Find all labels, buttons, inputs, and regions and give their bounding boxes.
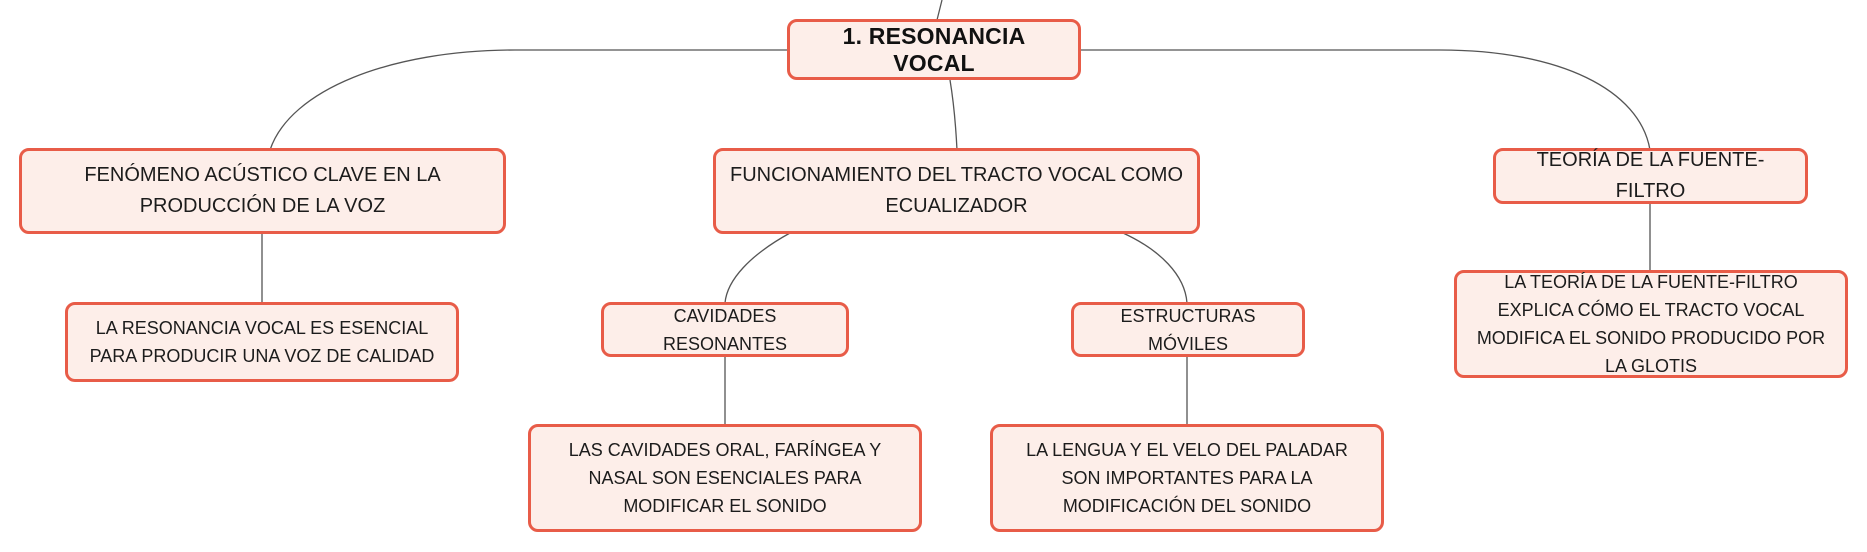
subtopic-node-label: ESTRUCTURAS MÓVILES <box>1120 305 1256 354</box>
connector-tract-to-cavities <box>724 232 791 304</box>
root-node-label: 1. RESONANCIA VOCAL <box>842 22 1026 76</box>
root-node[interactable]: 1. RESONANCIA VOCAL <box>787 19 1081 80</box>
connector-root-to-source-filter <box>1080 49 1651 151</box>
subtopic-node-resonant-cavities[interactable]: CAVIDADES RESONANTES <box>601 302 849 357</box>
connector-root-incoming <box>936 0 943 21</box>
leaf-node-label: LA RESONANCIA VOCAL ES ESENCIAL PARA PRO… <box>89 318 435 366</box>
connector-root-to-acoustic <box>269 49 788 151</box>
branch-node-vocal-tract[interactable]: FUNCIONAMIENTO DEL TRACTO VOCAL COMO ECU… <box>713 148 1200 234</box>
leaf-node-source-filter-explanation[interactable]: LA TEORÍA DE LA FUENTE-FILTRO EXPLICA CÓ… <box>1454 270 1848 378</box>
leaf-node-cavities-detail[interactable]: LAS CAVIDADES ORAL, FARÍNGEA Y NASAL SON… <box>528 424 922 532</box>
connector-root-to-tract <box>949 79 958 151</box>
branch-node-source-filter[interactable]: TEORÍA DE LA FUENTE-FILTRO <box>1493 148 1808 204</box>
leaf-node-label: LAS CAVIDADES ORAL, FARÍNGEA Y NASAL SON… <box>568 440 882 516</box>
leaf-node-structures-detail[interactable]: LA LENGUA Y EL VELO DEL PALADAR SON IMPO… <box>990 424 1384 532</box>
branch-node-acoustic-phenomenon[interactable]: FENÓMENO ACÚSTICO CLAVE EN LA PRODUCCIÓN… <box>19 148 506 234</box>
branch-node-label: TEORÍA DE LA FUENTE-FILTRO <box>1536 149 1765 202</box>
leaf-node-label: LA TEORÍA DE LA FUENTE-FILTRO EXPLICA CÓ… <box>1476 272 1826 376</box>
leaf-node-label: LA LENGUA Y EL VELO DEL PALADAR SON IMPO… <box>1026 440 1348 516</box>
branch-node-label: FUNCIONAMIENTO DEL TRACTO VOCAL COMO ECU… <box>729 164 1184 217</box>
subtopic-node-label: CAVIDADES RESONANTES <box>662 305 788 354</box>
leaf-node-resonance-quality[interactable]: LA RESONANCIA VOCAL ES ESENCIAL PARA PRO… <box>65 302 459 382</box>
connector-tract-to-structures <box>1122 232 1188 304</box>
subtopic-node-mobile-structures[interactable]: ESTRUCTURAS MÓVILES <box>1071 302 1305 357</box>
branch-node-label: FENÓMENO ACÚSTICO CLAVE EN LA PRODUCCIÓN… <box>84 164 441 217</box>
